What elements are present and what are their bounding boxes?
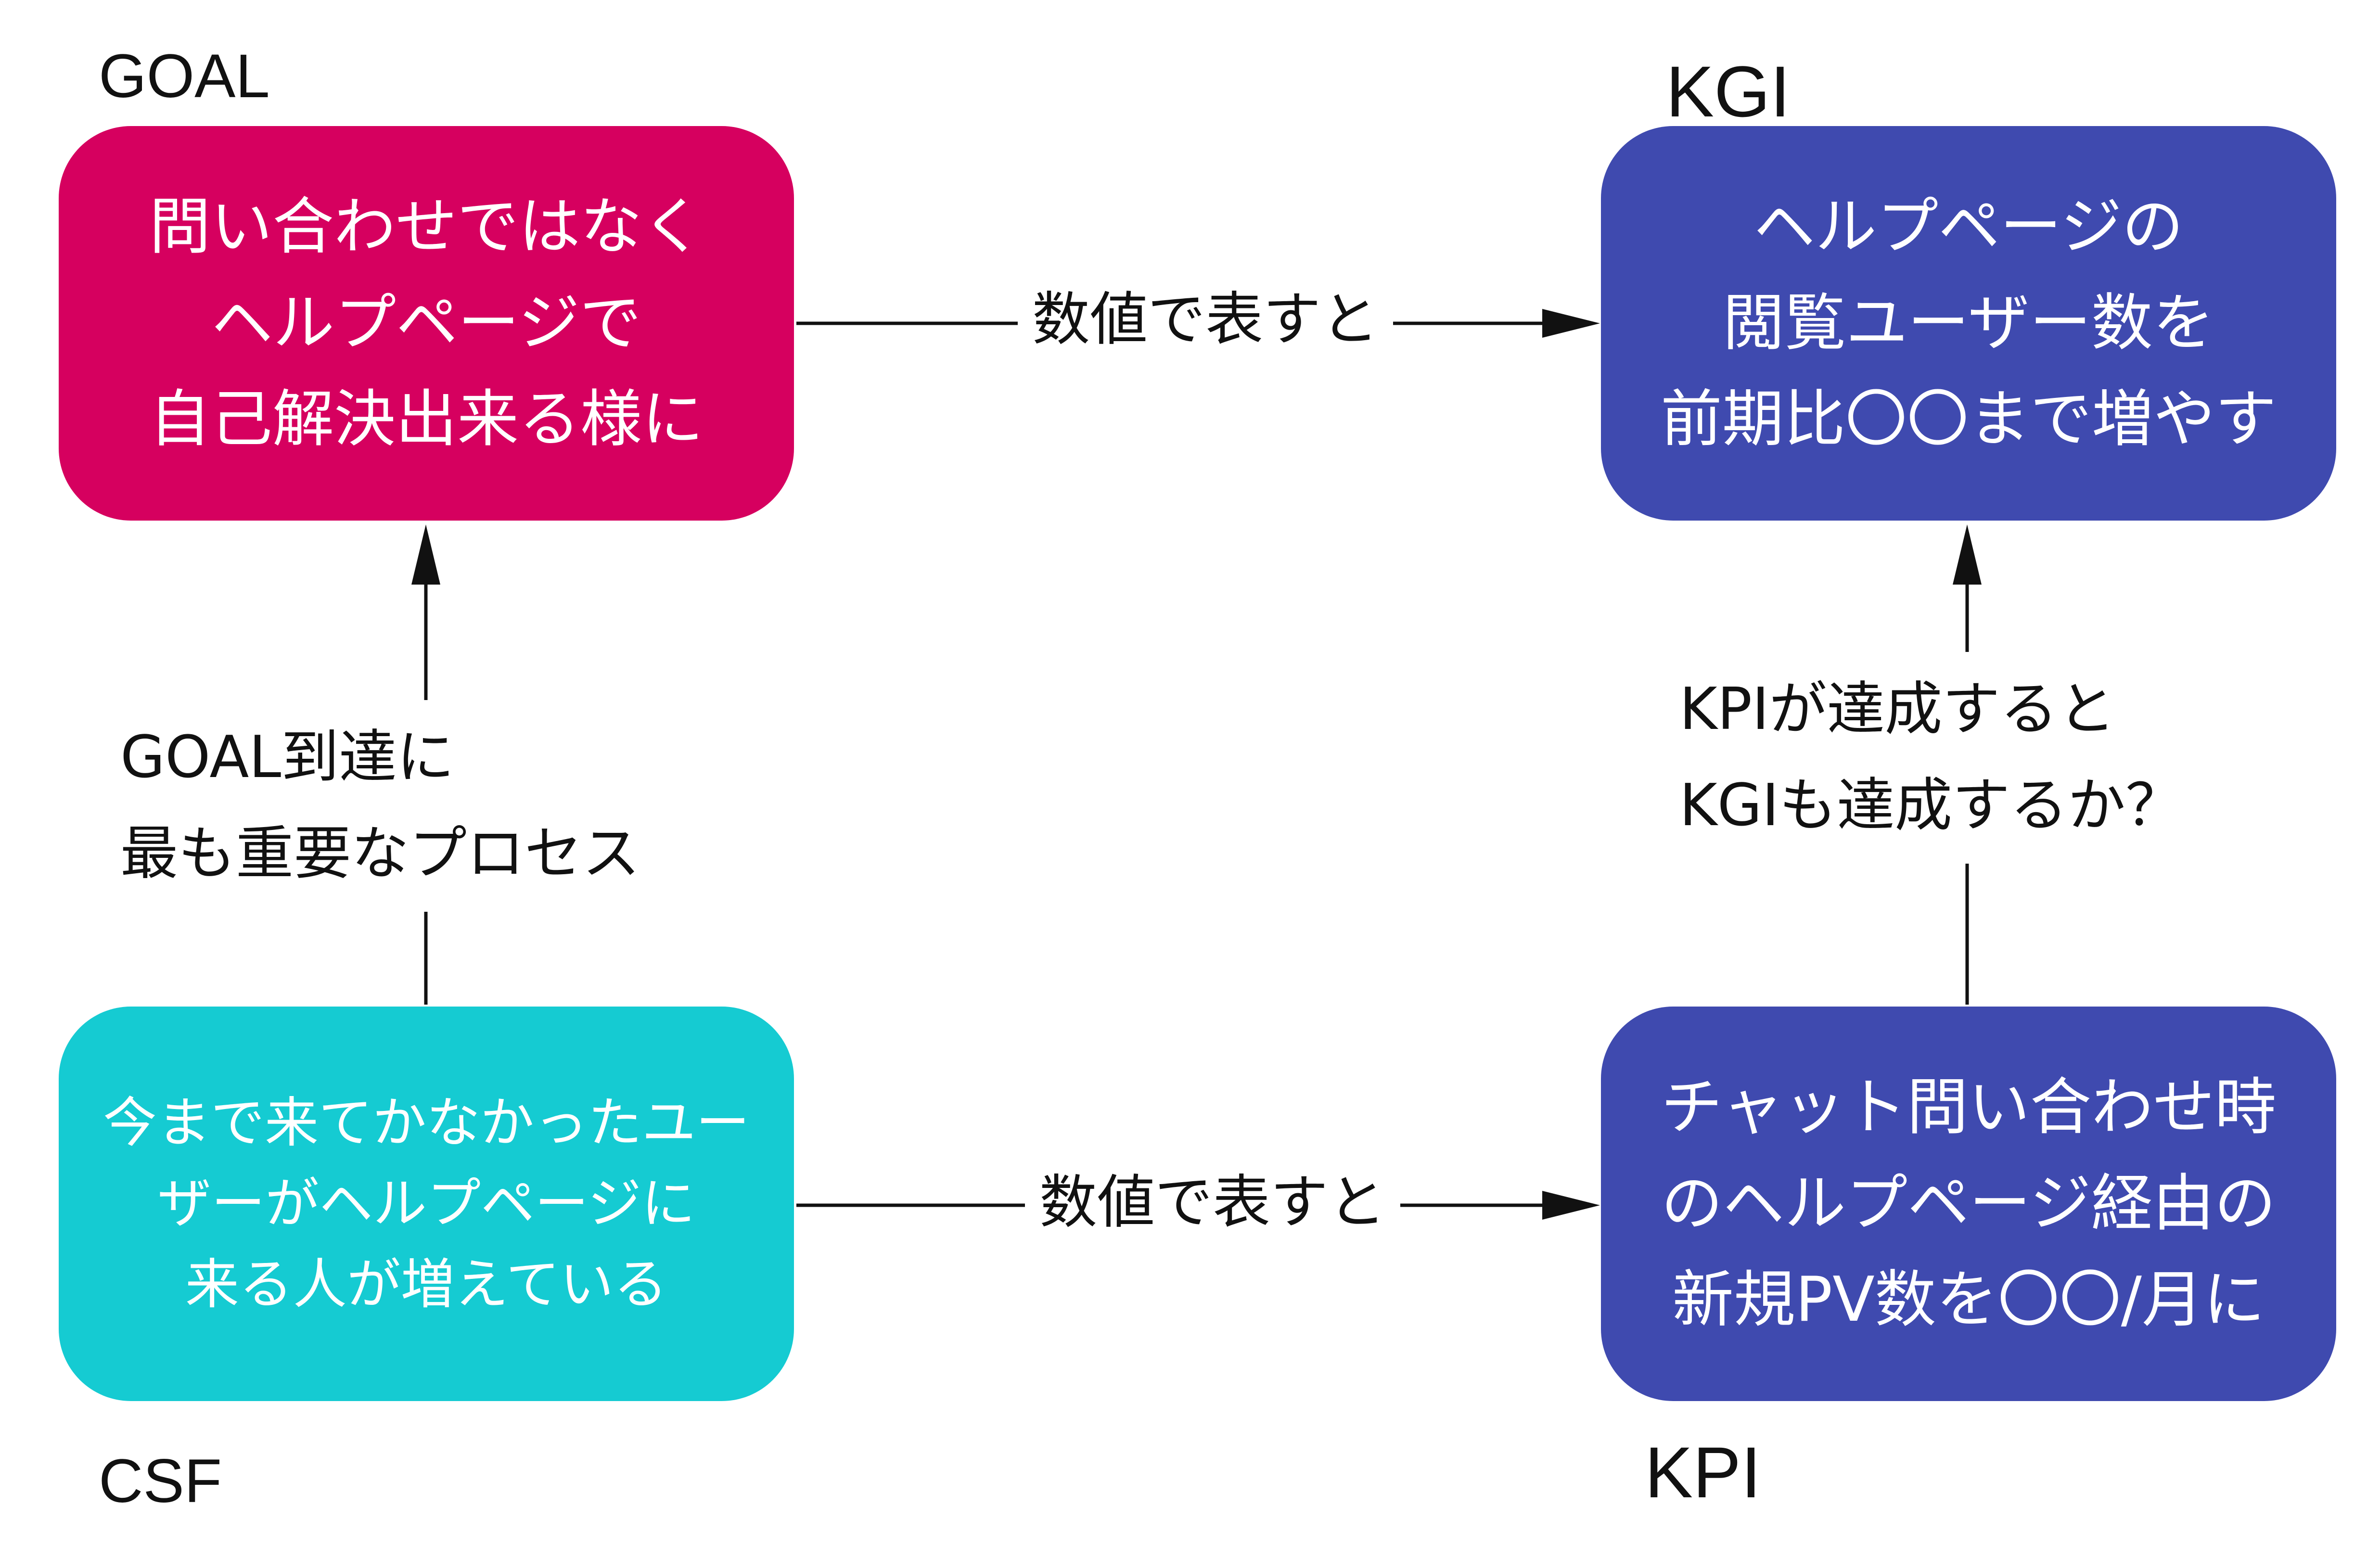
goal-label: GOAL	[99, 42, 270, 111]
csf-box-line: 来る人が増えている	[185, 1253, 668, 1316]
kgi-label: KGI	[1666, 51, 1791, 132]
edge-label-line: KPIが達成すると	[1679, 676, 2116, 743]
goal-box-line: ヘルプページで	[211, 287, 641, 359]
csf-box: 今まで来てかなかったユー ザーがヘルプページに 来る人が増えている	[59, 1007, 794, 1401]
edge-label-line: GOAL到達に	[120, 724, 455, 791]
arrowhead-csf-to-kpi	[1542, 1191, 1600, 1220]
edge-label-kpi-to-kgi: KPIが達成すると KGIも達成するか？	[1679, 652, 2184, 864]
edge-label-line: KGIも達成するか？	[1679, 772, 2184, 839]
kgi-box-line: ヘルプページの	[1753, 191, 2184, 263]
goal-box-line: 問い合わせではなく	[149, 191, 704, 263]
kgi-box-line: 閲覧ユーザー数を	[1723, 287, 2214, 359]
kgi-box: ヘルプページの 閲覧ユーザー数を 前期比〇〇まで増やす	[1601, 126, 2336, 521]
goal-box-line: 自己解決出来る様に	[149, 383, 704, 455]
kpi-label: KPI	[1645, 1432, 1761, 1513]
arrowhead-csf-to-goal	[411, 524, 440, 585]
csf-box-line: ザーがヘルプページに	[157, 1173, 695, 1235]
edge-label-line: 最も重要なプロセス	[120, 820, 640, 887]
edge-label-csf-to-goal: GOAL到達に 最も重要なプロセス	[120, 700, 640, 912]
csf-label: CSF	[99, 1447, 222, 1516]
kpi-box-line: チャット問い合わせ時	[1661, 1071, 2277, 1143]
goal-box: 問い合わせではなく ヘルプページで 自己解決出来る様に	[59, 126, 794, 521]
kpi-box-line: のヘルプページ経由の	[1661, 1168, 2276, 1239]
csf-box-line: 今まで来てかなかったユー	[103, 1092, 750, 1154]
edge-label-csf-to-kpi: 数値で表すと	[1025, 1174, 1400, 1232]
arrowhead-goal-to-kgi	[1542, 309, 1600, 338]
edge-label-goal-to-kgi: 数値で表すと	[1018, 291, 1393, 349]
kgi-box-line: 前期比〇〇まで増やす	[1660, 383, 2277, 455]
arrowhead-kpi-to-kgi	[1953, 524, 1982, 585]
kpi-box-line: 新規PV数を〇〇/月に	[1672, 1264, 2265, 1336]
kpi-box: チャット問い合わせ時 のヘルプページ経由の 新規PV数を〇〇/月に	[1601, 1007, 2336, 1401]
